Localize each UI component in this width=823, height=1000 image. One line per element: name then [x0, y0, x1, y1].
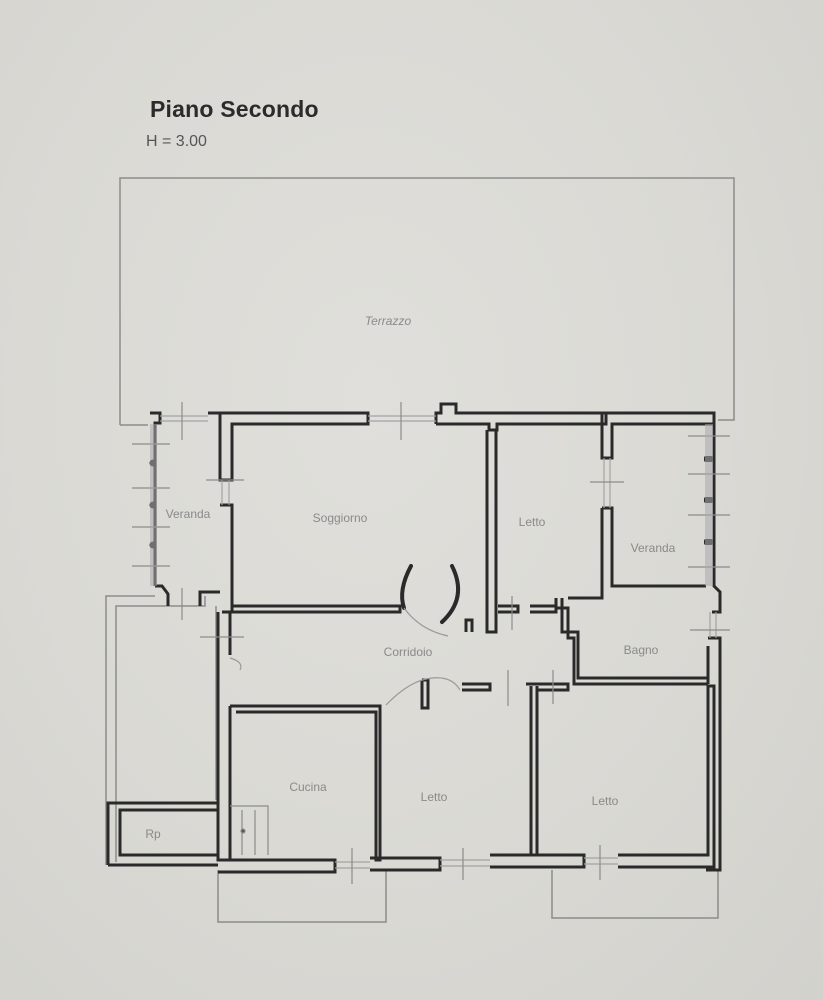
window-openings: [160, 415, 717, 869]
room-label-letto-south-east: Letto: [592, 794, 619, 808]
room-label-veranda-west: Veranda: [166, 507, 211, 521]
room-label-terrazzo: Terrazzo: [365, 314, 412, 328]
stairwell-outline: [105, 595, 217, 865]
room-label-cucina: Cucina: [289, 780, 327, 794]
glazing-strips: [150, 424, 713, 586]
veranda-columns: [149, 456, 713, 549]
room-label-ripostiglio: Rp: [145, 827, 161, 841]
balcony-outlines: [217, 870, 719, 923]
page-title: Piano Secondo: [150, 96, 319, 122]
curved-walls: [400, 564, 460, 624]
stair-steps: [230, 805, 269, 855]
room-label-corridoio: Corridoio: [384, 645, 433, 659]
window-tick-marks: [132, 402, 730, 884]
room-label-veranda-east: Veranda: [631, 541, 676, 555]
room-label-soggiorno: Soggiorno: [313, 511, 368, 525]
floor-height-label: H = 3.00: [146, 133, 207, 150]
room-labels: Terrazzo Veranda Soggiorno Letto Veranda…: [145, 314, 675, 841]
terrace-outline: [119, 177, 735, 426]
exterior-walls: [106, 402, 722, 874]
room-label-letto-south-center: Letto: [421, 790, 448, 804]
room-label-bagno: Bagno: [624, 643, 659, 657]
room-label-letto-north: Letto: [519, 515, 546, 529]
door-swings: [229, 607, 461, 706]
